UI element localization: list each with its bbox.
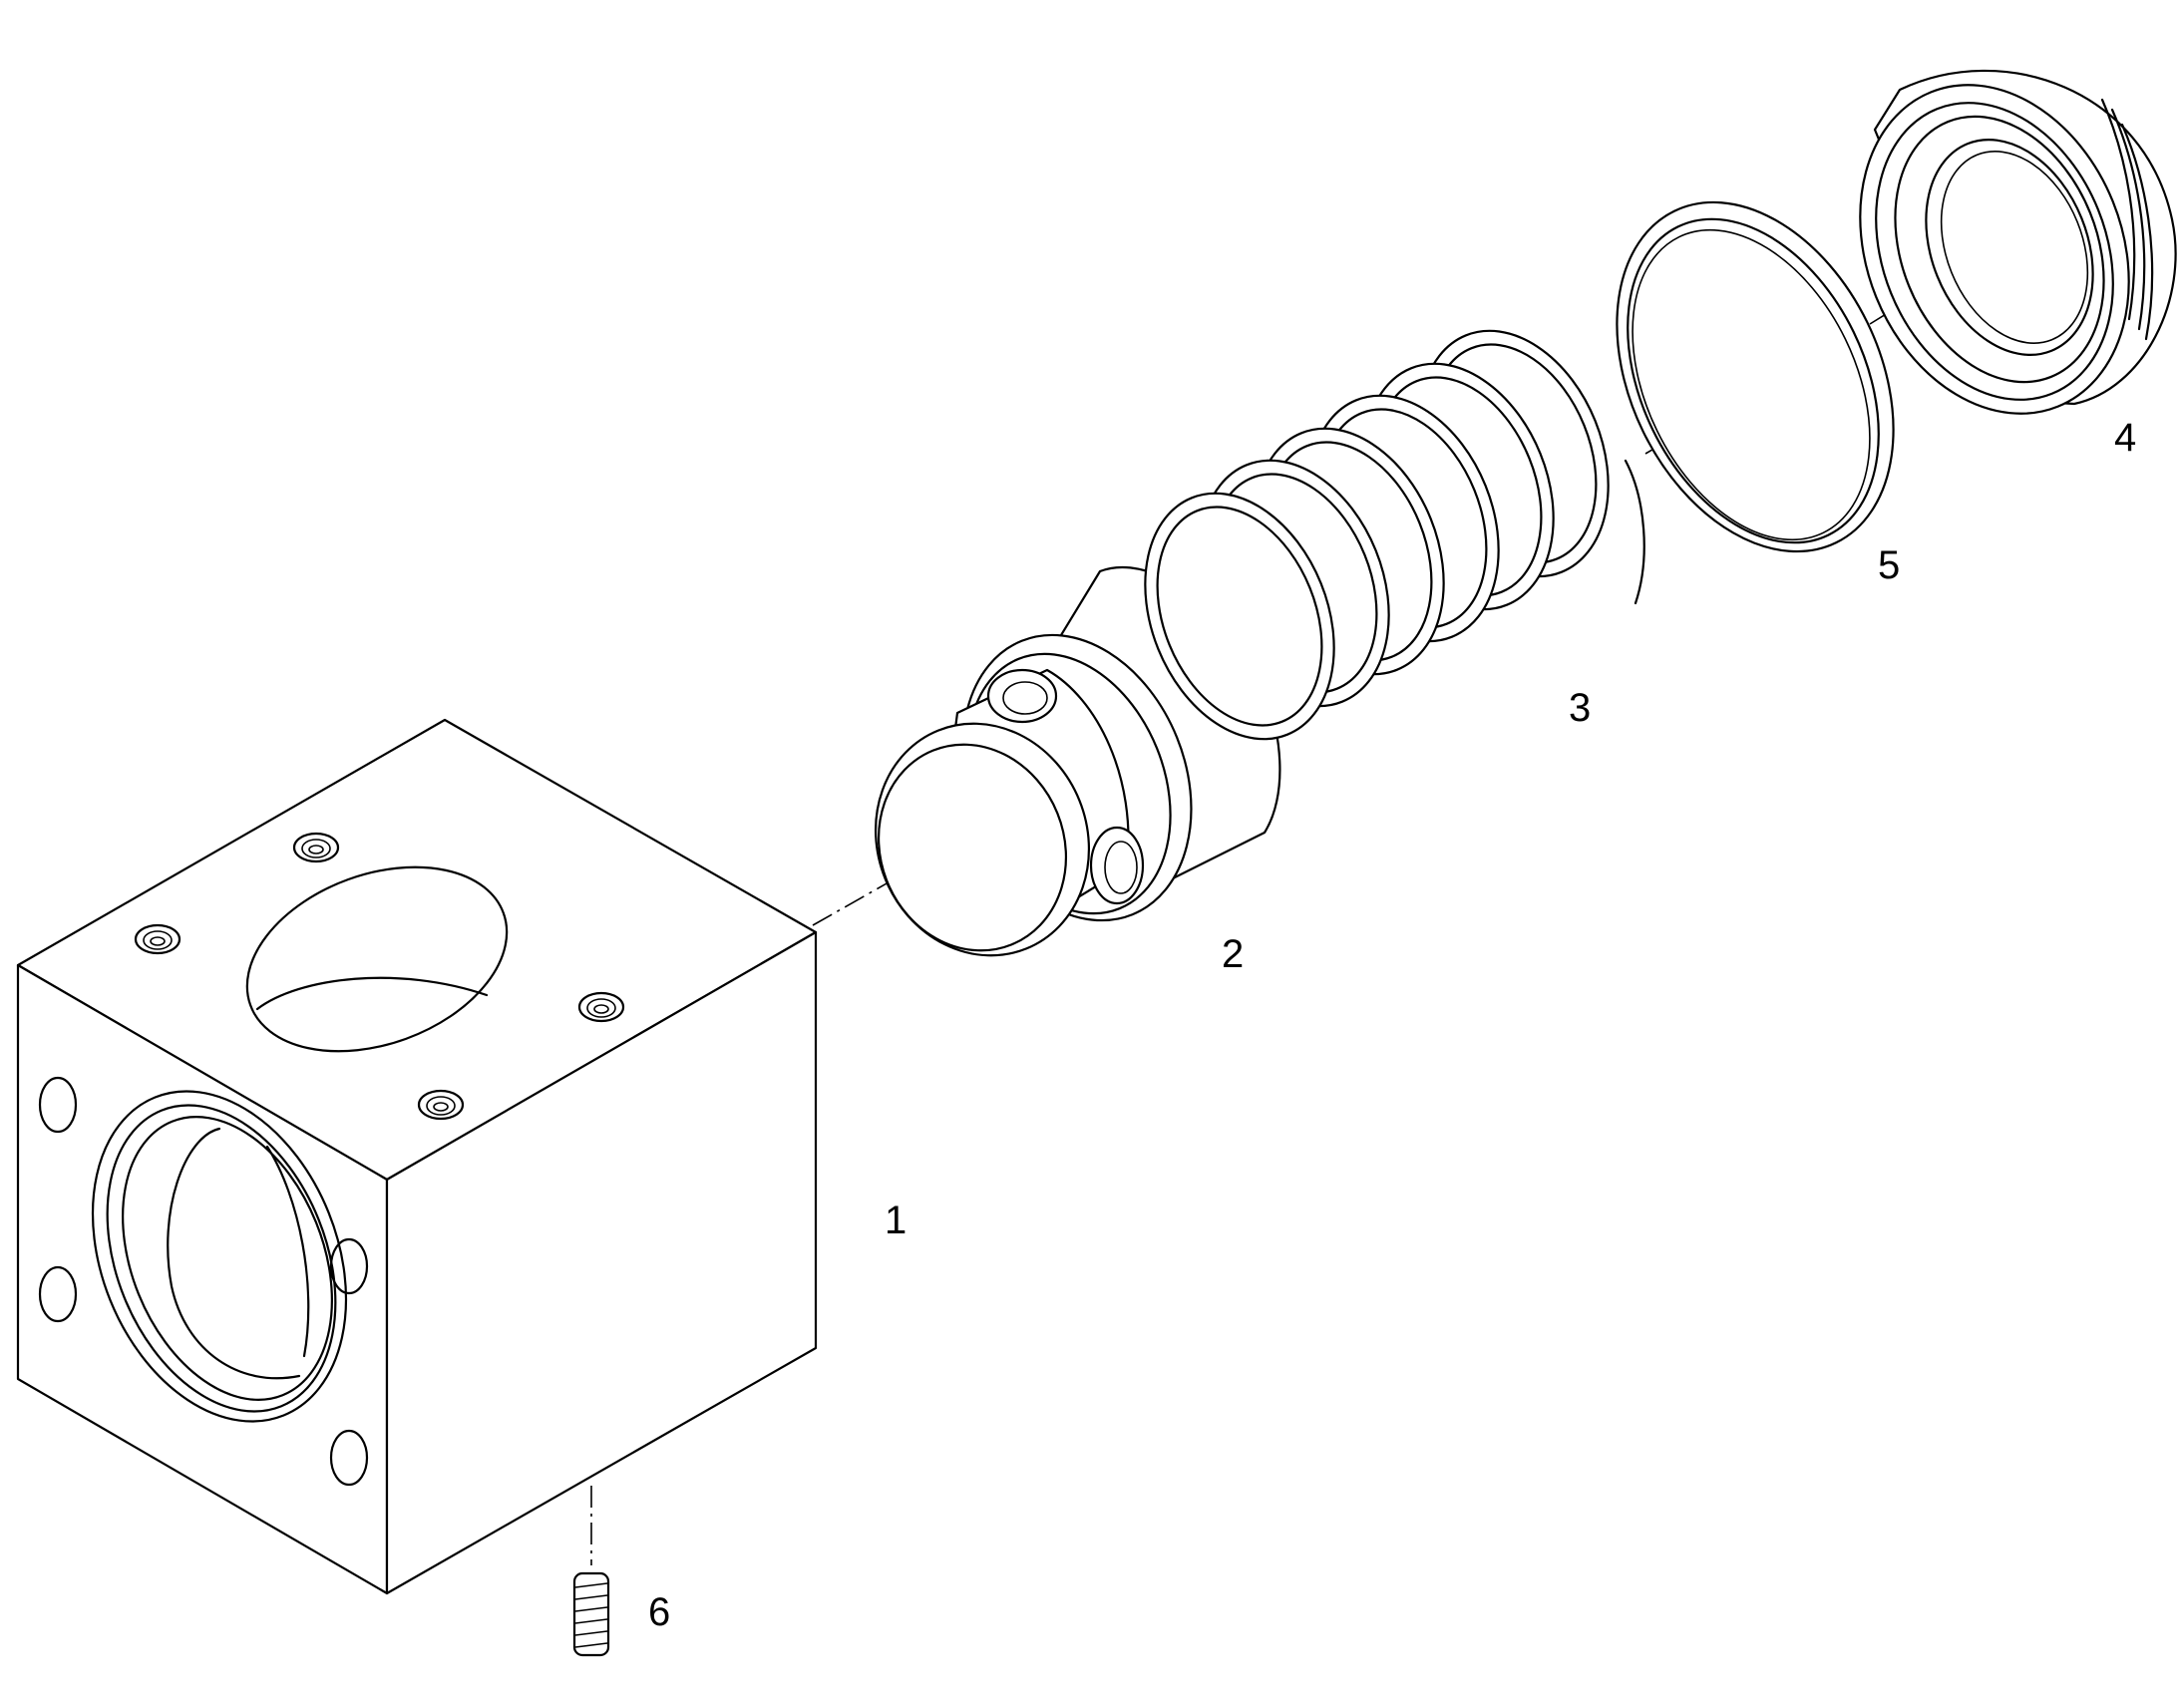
spring-part <box>1144 329 1645 741</box>
piston-port-icon <box>986 668 1058 724</box>
top-bolt-holes <box>134 832 625 1121</box>
block-front-bore <box>91 1090 348 1423</box>
front-bolt-holes <box>38 1076 369 1487</box>
bolt-hole-icon <box>38 1265 78 1323</box>
retaining-ring-part <box>1616 200 1895 553</box>
bolt-hole-icon <box>329 1237 369 1295</box>
callout-part-3: 3 <box>1569 686 1591 730</box>
block-top-bore <box>245 865 509 1053</box>
callout-part-4: 4 <box>2114 416 2136 460</box>
threaded-hole-icon <box>134 923 182 955</box>
bolt-hole-icon <box>38 1076 78 1134</box>
callout-part-5: 5 <box>1878 543 1900 587</box>
threaded-hole-icon <box>577 991 625 1023</box>
threaded-hole-icon <box>417 1089 465 1121</box>
callout-part-1: 1 <box>885 1198 907 1242</box>
callout-part-6: 6 <box>648 1590 670 1634</box>
block-side-face <box>385 930 818 1595</box>
bolt-hole-icon <box>329 1429 369 1487</box>
valve-block-part <box>16 718 818 1595</box>
piston-part <box>874 565 1281 957</box>
bushing-cap-part <box>1859 69 2177 415</box>
set-screw-part <box>572 1571 610 1657</box>
threaded-hole-icon <box>292 832 340 863</box>
callout-part-2: 2 <box>1222 932 1244 976</box>
